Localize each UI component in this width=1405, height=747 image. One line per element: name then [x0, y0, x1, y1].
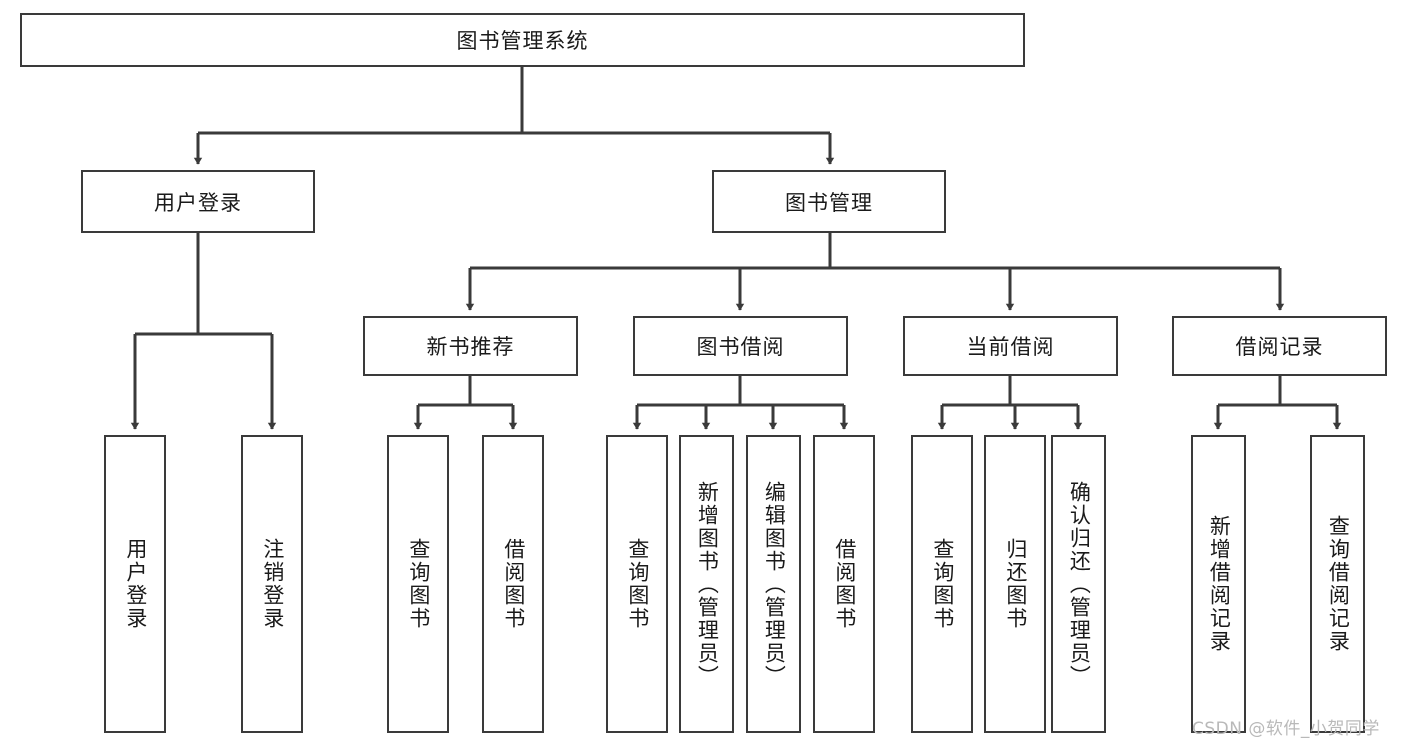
- leaf-logout-label: 注销登录: [260, 538, 285, 630]
- leaf-user-login-label: 用户登录: [123, 538, 148, 630]
- leaf-borrow-book-label: 借阅图书: [832, 538, 857, 630]
- node-book-borrow[interactable]: 图书借阅: [633, 316, 848, 376]
- leaf-borrow-book-recommend[interactable]: 借阅图书: [482, 435, 544, 733]
- leaf-user-login[interactable]: 用户登录: [104, 435, 166, 733]
- leaf-query-book-borrow[interactable]: 查询图书: [606, 435, 668, 733]
- leaf-borrow-book-recommend-label: 借阅图书: [501, 538, 526, 630]
- leaf-query-book-recommend[interactable]: 查询图书: [387, 435, 449, 733]
- node-root-label: 图书管理系统: [456, 29, 589, 53]
- node-book-management[interactable]: 图书管理: [712, 170, 946, 233]
- leaf-logout[interactable]: 注销登录: [241, 435, 303, 733]
- node-book-borrow-label: 图书借阅: [696, 335, 785, 359]
- leaf-add-borrow-record[interactable]: 新增借阅记录: [1191, 435, 1246, 733]
- leaf-query-borrow-record[interactable]: 查询借阅记录: [1310, 435, 1365, 733]
- node-book-management-label: 图书管理: [785, 190, 873, 215]
- leaf-return-book[interactable]: 归还图书: [984, 435, 1046, 733]
- leaf-add-book-admin-label: 新增图书（管理员）: [695, 480, 720, 688]
- leaf-query-book-recommend-label: 查询图书: [406, 538, 431, 630]
- node-user-login-label: 用户登录: [154, 190, 242, 215]
- leaf-return-book-label: 归还图书: [1003, 538, 1028, 630]
- watermark: CSDN @软件_小贺同学: [1192, 719, 1380, 739]
- node-new-book-recommend-label: 新书推荐: [426, 335, 515, 359]
- leaf-add-borrow-record-label: 新增借阅记录: [1207, 515, 1232, 653]
- leaf-add-book-admin[interactable]: 新增图书（管理员）: [679, 435, 734, 733]
- leaf-query-book-current[interactable]: 查询图书: [911, 435, 973, 733]
- node-user-login[interactable]: 用户登录: [81, 170, 315, 233]
- leaf-query-borrow-record-label: 查询借阅记录: [1326, 515, 1351, 653]
- node-new-book-recommend[interactable]: 新书推荐: [363, 316, 578, 376]
- leaf-query-book-current-label: 查询图书: [930, 538, 955, 630]
- leaf-edit-book-admin[interactable]: 编辑图书（管理员）: [746, 435, 801, 733]
- leaf-borrow-book[interactable]: 借阅图书: [813, 435, 875, 733]
- leaf-edit-book-admin-label: 编辑图书（管理员）: [762, 480, 787, 688]
- node-borrow-record-label: 借阅记录: [1235, 335, 1324, 359]
- leaf-confirm-return-admin[interactable]: 确认归还（管理员）: [1051, 435, 1106, 733]
- node-current-borrow[interactable]: 当前借阅: [903, 316, 1118, 376]
- leaf-confirm-return-admin-label: 确认归还（管理员）: [1067, 480, 1092, 688]
- node-current-borrow-label: 当前借阅: [966, 335, 1055, 359]
- node-root[interactable]: 图书管理系统: [20, 13, 1025, 67]
- node-borrow-record[interactable]: 借阅记录: [1172, 316, 1387, 376]
- leaf-query-book-borrow-label: 查询图书: [625, 538, 650, 630]
